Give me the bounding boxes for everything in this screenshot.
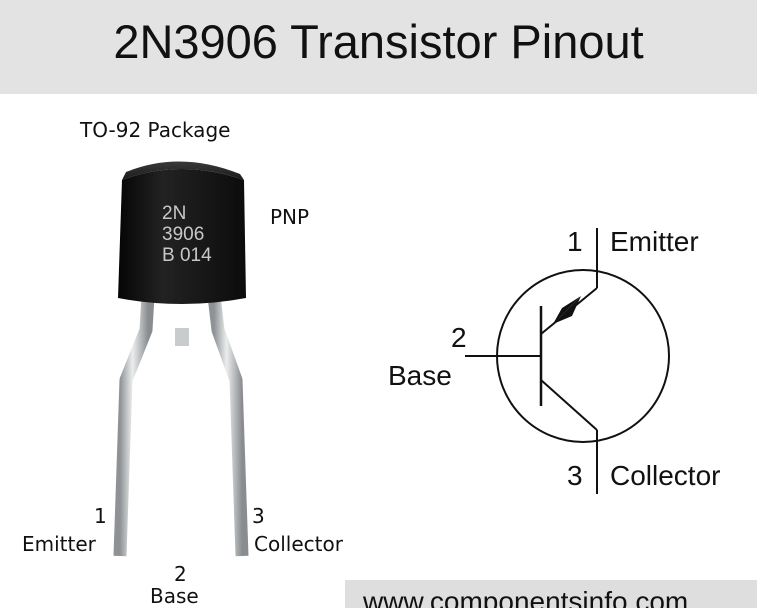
package-pin-2-number: 2 xyxy=(174,562,187,586)
title-banner xyxy=(0,0,757,94)
package-label: TO-92 Package xyxy=(80,118,231,142)
package-pin-3-number: 3 xyxy=(252,504,265,528)
footer-banner: www.componentsinfo.com xyxy=(345,580,757,608)
symbol-collector-line xyxy=(540,379,598,431)
website-text: www.componentsinfo.com xyxy=(363,586,689,608)
package-pin-1-name: Emitter xyxy=(22,532,96,556)
package-marking-line-3: B 014 xyxy=(162,245,212,266)
package-top xyxy=(122,161,244,180)
package-marking-line-1: 2N xyxy=(162,203,187,224)
symbol-pin-1-name: Emitter xyxy=(610,226,699,257)
lead-collector xyxy=(207,295,249,557)
symbol-pin-2-number: 2 xyxy=(451,322,467,353)
package-pin-3-name: Collector xyxy=(254,532,343,556)
package-pin-2-name: Base xyxy=(150,584,199,608)
transistor-type-label: PNP xyxy=(270,205,310,229)
symbol-pin-3-number: 3 xyxy=(567,460,583,491)
page-title: 2N3906 Transistor Pinout xyxy=(113,15,644,68)
package-marking-line-2: 3906 xyxy=(162,224,205,245)
symbol-pin-1-number: 1 xyxy=(567,226,583,257)
lead-emitter xyxy=(113,295,155,557)
package-body xyxy=(118,169,246,304)
symbol-pin-2-name: Base xyxy=(388,360,452,391)
symbol-pin-3-name: Collector xyxy=(610,460,721,491)
package-pin-1-number: 1 xyxy=(94,504,107,528)
